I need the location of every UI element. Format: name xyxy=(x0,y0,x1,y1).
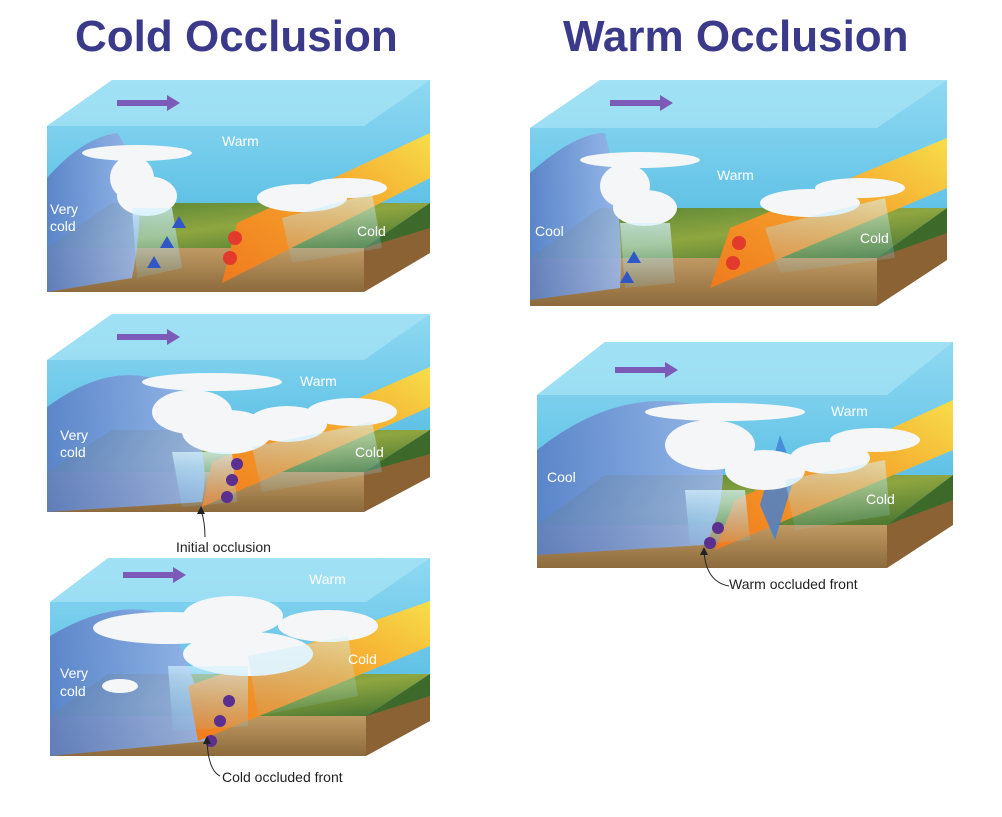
very-cold-air-label-line-1: Very xyxy=(60,665,88,681)
rain-icon xyxy=(168,636,358,731)
front-symbol-icon xyxy=(147,216,242,268)
rain-icon xyxy=(685,460,890,545)
cloud-icon xyxy=(82,145,387,216)
cold-air-label: Cold xyxy=(357,223,386,239)
very-cold-air-label-line-2: cold xyxy=(60,683,86,699)
rain-icon xyxy=(620,198,895,288)
wind-direction-arrow-icon xyxy=(615,362,678,378)
wind-direction-arrow-icon xyxy=(117,95,180,111)
warm-air-label: Warm xyxy=(717,167,754,183)
cold-occlusion-stage-2-diagram: Warm Very cold Cold xyxy=(47,314,430,512)
rain-icon xyxy=(172,422,382,507)
initial-occlusion-caption: Initial occlusion xyxy=(176,539,271,555)
cold-air-label: Cold xyxy=(866,491,895,507)
very-cold-air-label-line-1: Very xyxy=(50,201,78,217)
cold-occlusion-stage-1-diagram: Warm Very cold Cold xyxy=(47,80,430,292)
very-cold-air-label-line-1: Very xyxy=(60,427,88,443)
front-symbol-icon xyxy=(704,522,724,549)
cold-occlusion-title: Cold Occlusion xyxy=(75,12,398,61)
front-symbol-icon xyxy=(221,458,243,503)
cool-air-label: Cool xyxy=(547,469,576,485)
warm-occlusion-stage-2-diagram: Warm Cool Cold xyxy=(537,342,953,568)
very-cold-air-label-line-2: cold xyxy=(50,218,76,234)
wind-direction-arrow-icon xyxy=(123,567,186,583)
cloud-icon xyxy=(142,373,397,454)
warm-air-label: Warm xyxy=(300,373,337,389)
front-symbol-icon xyxy=(620,236,746,283)
warm-air-label: Warm xyxy=(309,571,346,587)
wind-direction-arrow-icon xyxy=(610,95,673,111)
warm-air-label: Warm xyxy=(222,133,259,149)
cold-air-label: Cold xyxy=(860,230,889,246)
cool-air-label: Cool xyxy=(535,223,564,239)
cold-occlusion-stage-3-diagram: Warm Very cold Cold xyxy=(50,558,430,756)
very-cold-air-label-line-2: cold xyxy=(60,444,86,460)
cold-air-label: Cold xyxy=(355,444,384,460)
rain-icon xyxy=(132,193,382,278)
wind-direction-arrow-icon xyxy=(117,329,180,345)
warm-occlusion-stage-1-diagram: Warm Cool Cold xyxy=(530,80,947,306)
cloud-icon xyxy=(580,152,905,226)
cold-occluded-front-caption: Cold occluded front xyxy=(222,769,343,785)
warm-occlusion-title: Warm Occlusion xyxy=(563,12,909,61)
warm-occluded-front-caption: Warm occluded front xyxy=(729,576,858,592)
warm-air-label: Warm xyxy=(831,403,868,419)
cold-air-label: Cold xyxy=(348,651,377,667)
